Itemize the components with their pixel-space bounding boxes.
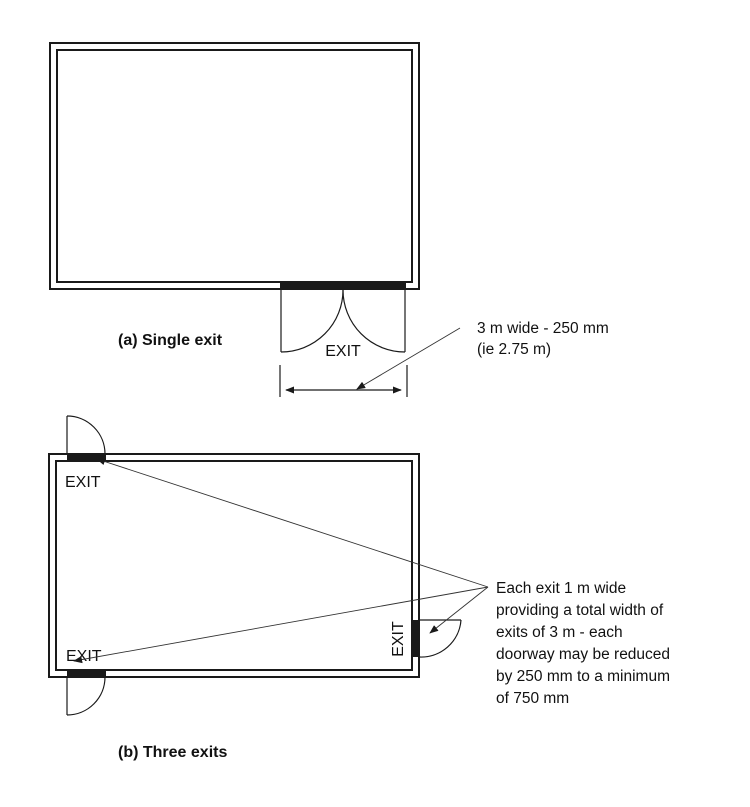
exit-label: EXIT <box>325 343 361 360</box>
exits-note-line-6: of 750 mm <box>496 690 569 707</box>
exit-label-right: EXIT <box>390 621 407 657</box>
width-dimension <box>279 365 408 397</box>
note-leader-line <box>356 327 461 390</box>
caption-single-exit: (a) Single exit <box>118 332 223 349</box>
exit-label-top-left: EXIT <box>65 474 101 491</box>
exit-doorway-top-left <box>67 454 106 461</box>
room-inner-wall <box>55 460 413 671</box>
door-swing-bottom-left <box>66 676 106 716</box>
exits-note-line-2: providing a total width of <box>496 602 664 619</box>
exit-note-leaders <box>73 458 489 664</box>
room-single-exit: EXIT 3 m wide - 250 mm (ie 2.75 m) (a) S… <box>49 42 609 397</box>
width-note-line-1: 3 m wide - 250 mm <box>477 320 609 337</box>
exit-doorway <box>280 282 406 289</box>
exit-doorway-right <box>412 620 419 657</box>
exits-note-line-3: exits of 3 m - each <box>496 624 623 641</box>
width-note-line-2: (ie 2.75 m) <box>477 341 551 358</box>
room-three-exits: EXIT EXIT EXIT Each exit 1 m wide provid… <box>48 415 670 761</box>
caption-three-exits: (b) Three exits <box>118 744 227 761</box>
door-swing-right <box>418 619 462 658</box>
room-outer-wall <box>48 453 420 678</box>
room-outer-wall <box>49 42 420 290</box>
exits-note-line-5: by 250 mm to a minimum <box>496 668 670 685</box>
room-inner-wall <box>56 49 413 283</box>
exit-label-bottom-left: EXIT <box>66 648 102 665</box>
exit-doorway-bottom-left <box>67 670 106 677</box>
double-door-swing <box>280 289 406 353</box>
exits-note-line-1: Each exit 1 m wide <box>496 580 626 597</box>
exits-note-line-4: doorway may be reduced <box>496 646 670 663</box>
door-swing-top-left <box>66 415 106 455</box>
